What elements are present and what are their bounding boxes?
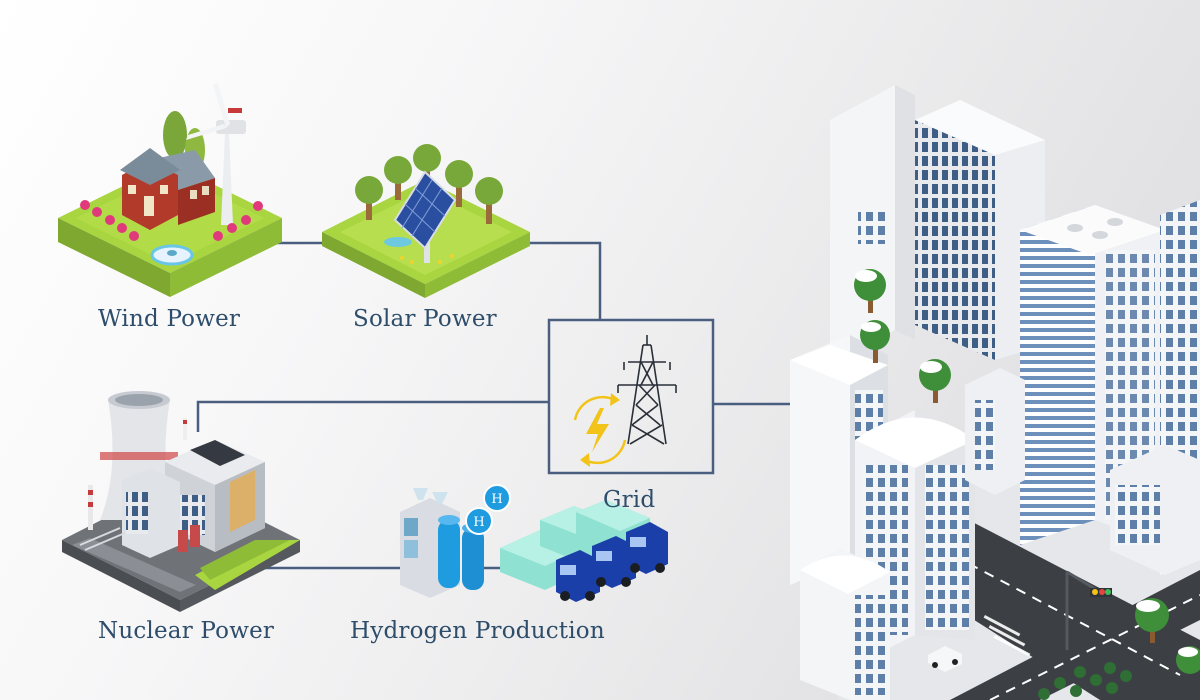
city-illustration [790, 85, 1200, 700]
hydrogen-badge-label: H [473, 515, 484, 530]
lightning-bolt-icon [586, 408, 609, 452]
nuclear-power-illustration [62, 391, 300, 612]
wind-power-label: Wind Power [98, 306, 240, 332]
cycle-arrow-icon [610, 393, 620, 406]
solar-power-illustration [322, 144, 530, 298]
nuclear-power-label: Nuclear Power [98, 618, 274, 644]
hydrogen-trucks [500, 500, 668, 602]
wind-power-illustration [58, 83, 282, 297]
line-nuclear-grid [198, 402, 549, 432]
grid-box [549, 320, 713, 473]
power-pylon-icon [618, 335, 676, 444]
hydrogen-badge-label: H [491, 492, 502, 507]
line-solar-grid [525, 243, 600, 320]
grid-label: Grid [603, 487, 655, 513]
connector-lines [198, 243, 820, 568]
hydrogen-production-label: Hydrogen Production [350, 618, 605, 644]
solar-power-label: Solar Power [353, 306, 497, 332]
